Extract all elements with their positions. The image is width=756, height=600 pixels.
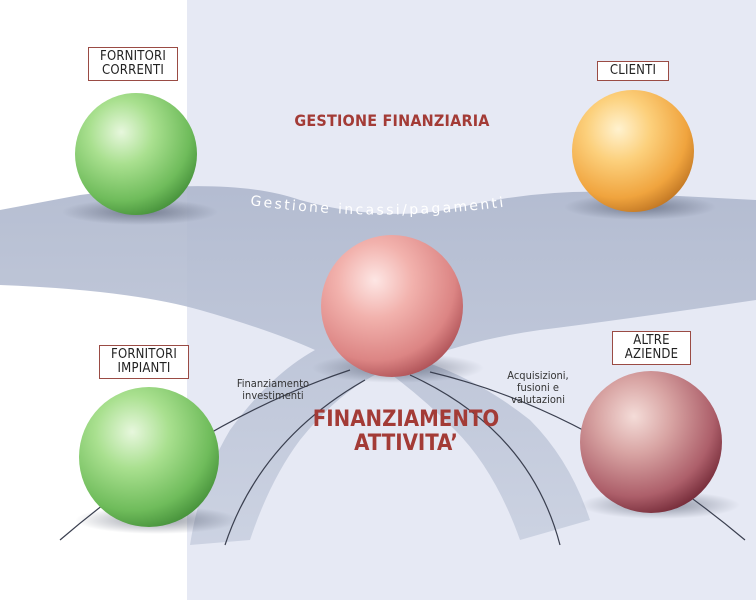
finanziamento-attivita-line-2: ATTIVITA’ — [354, 431, 458, 456]
finanziamento-attivita-line-1: FINANZIAMENTO — [312, 407, 500, 432]
finanziamento-attivita-title: FINANZIAMENTO ATTIVITA’ — [300, 408, 512, 456]
node-fornitori-impianti-line-1: FORNITORI — [111, 347, 177, 362]
node-altre-aziende-line-2: AZIENDE — [624, 347, 679, 362]
sphere-fornitori-impianti — [79, 387, 219, 527]
node-altre-aziende: ALTRE AZIENDE — [612, 331, 691, 365]
acquisizioni-line-3: valutazioni — [511, 393, 565, 406]
node-clienti-line-1: CLIENTI — [609, 63, 657, 78]
node-fornitori-correnti: FORNITORI CORRENTI — [88, 47, 178, 81]
acquisizioni-label: Acquisizioni, fusioni e valutazioni — [495, 370, 581, 406]
sphere-altre-aziende — [580, 371, 722, 513]
flow-line-right-inner — [409, 374, 561, 546]
finanziamento-investimenti-label: Finanziamento investimenti — [225, 378, 321, 402]
sphere-fornitori-correnti — [75, 93, 197, 215]
node-fornitori-correnti-line-2: CORRENTI — [102, 63, 164, 78]
sphere-center — [321, 235, 463, 377]
acquisizioni-line-1: Acquisizioni, — [507, 369, 569, 382]
node-fornitori-impianti: FORNITORI IMPIANTI — [99, 345, 189, 379]
node-fornitori-correnti-line-1: FORNITORI — [100, 49, 166, 64]
sphere-clienti — [572, 90, 694, 212]
node-altre-aziende-line-1: ALTRE — [633, 333, 670, 348]
gestione-finanziaria-title: GESTIONE FINANZIARIA — [294, 111, 490, 130]
acquisizioni-line-2: fusioni e — [517, 381, 559, 394]
node-clienti: CLIENTI — [597, 61, 669, 81]
finanziamento-investimenti-line-2: investimenti — [242, 389, 304, 402]
finanziamento-investimenti-line-1: Finanziamento — [236, 377, 310, 390]
node-fornitori-impianti-line-2: IMPIANTI — [117, 361, 171, 376]
